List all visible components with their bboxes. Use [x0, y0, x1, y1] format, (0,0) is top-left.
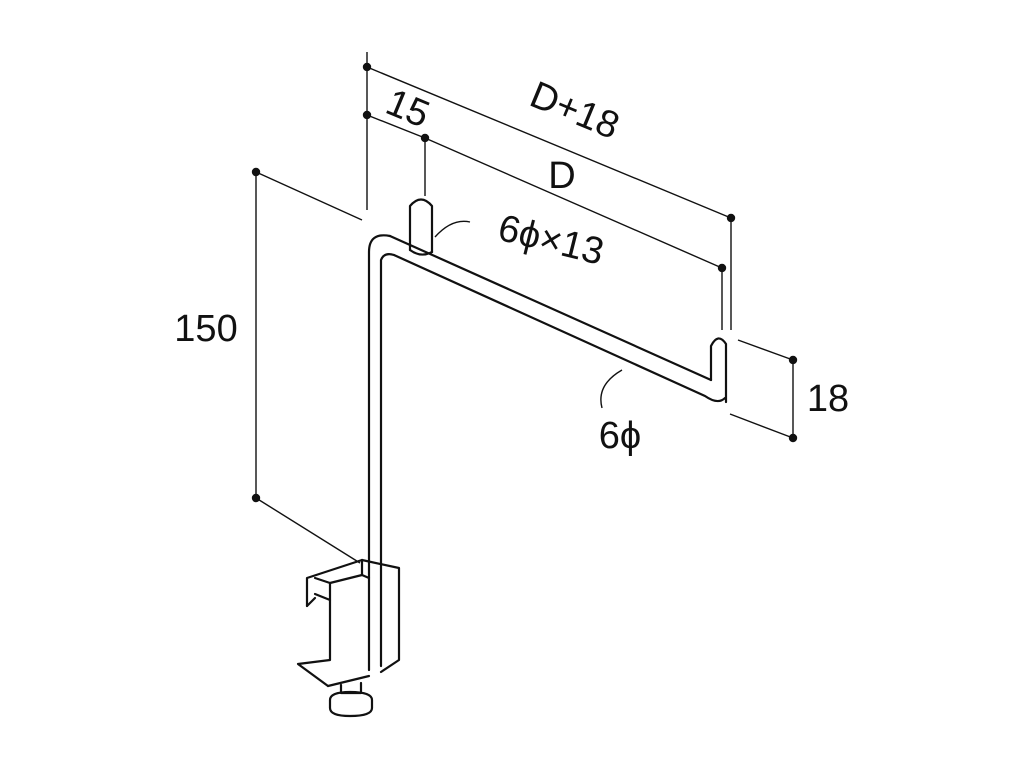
pin-spec-label: 6ϕ×13	[494, 207, 608, 274]
pin	[408, 198, 434, 256]
rod-diameter-label: 6ϕ	[599, 415, 641, 457]
dimension-hook-height: 18	[729, 339, 849, 443]
dimension-depth: D	[424, 137, 727, 330]
overall-depth-label: D+18	[524, 74, 625, 148]
offset-label: 15	[380, 81, 435, 136]
clamp	[296, 558, 401, 718]
bracket-rod	[367, 234, 728, 672]
depth-label: D	[548, 155, 575, 197]
rod-diameter-callout: 6ϕ	[599, 369, 641, 457]
dimension-height: 150	[174, 167, 363, 564]
height-label: 150	[174, 308, 237, 350]
hook-height-label: 18	[807, 378, 849, 420]
pin-spec-callout: 6ϕ×13	[434, 207, 608, 274]
